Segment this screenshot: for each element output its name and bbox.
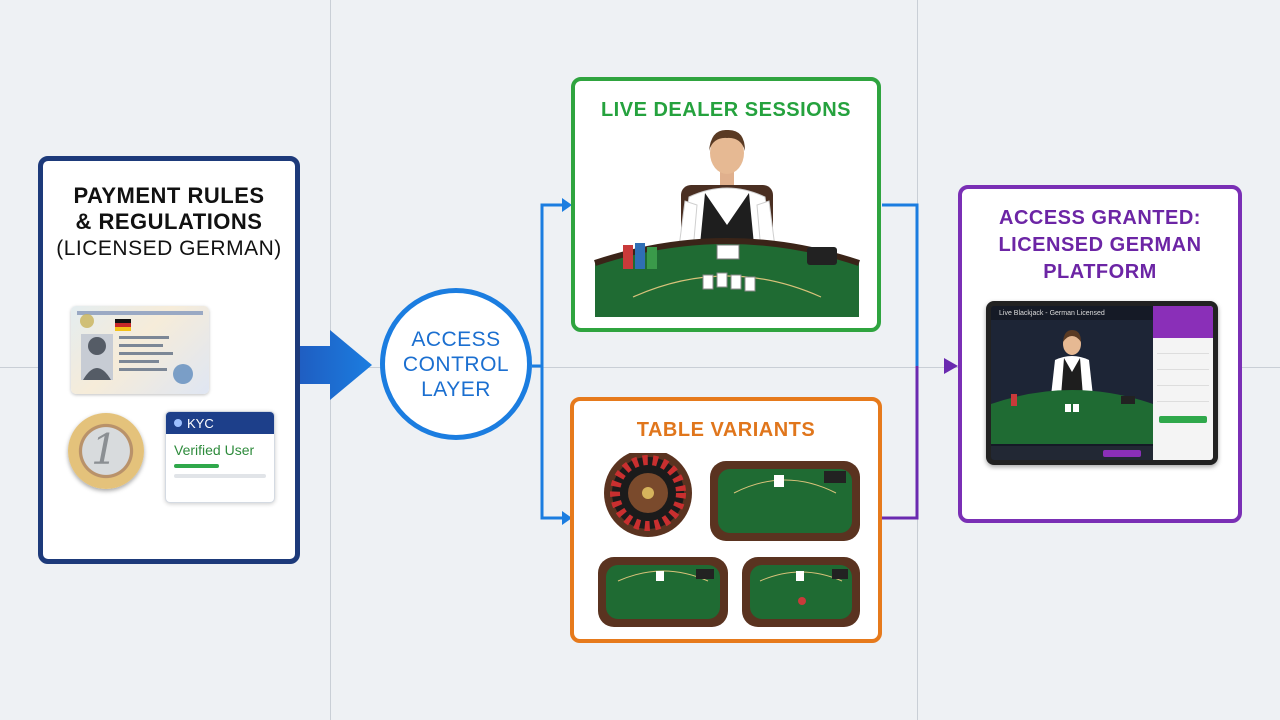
tablet-sidebar-row bbox=[1157, 341, 1209, 354]
arrowhead-granted bbox=[944, 358, 958, 374]
payment-title-line2: & REGULATIONS bbox=[75, 209, 263, 234]
access-line2: CONTROL bbox=[402, 352, 510, 376]
table-variants-title: TABLE VARIANTS bbox=[636, 419, 816, 441]
payment-rules-panel: PAYMENT RULES & REGULATIONS (LICENSED GE… bbox=[38, 156, 300, 564]
connector-to-live bbox=[532, 203, 562, 368]
connector-from-variants bbox=[882, 366, 919, 520]
granted-title-line3: PLATFORM bbox=[1043, 261, 1157, 283]
connector-from-live bbox=[882, 203, 919, 366]
tablet-icon: Live Blackjack - German Licensed bbox=[986, 301, 1218, 465]
tablet-join-button[interactable] bbox=[1159, 416, 1207, 423]
kyc-label: KYC bbox=[187, 415, 214, 431]
access-granted-panel: ACCESS GRANTED: LICENSED GERMAN PLATFORM… bbox=[958, 185, 1242, 523]
kyc-badge: KYC Verified User bbox=[165, 411, 275, 503]
access-line1: ACCESS bbox=[411, 327, 501, 351]
tablet-sidebar-row bbox=[1157, 357, 1209, 370]
table-variants-panel: TABLE VARIANTS bbox=[570, 397, 882, 643]
blackjack-table-icon bbox=[598, 557, 728, 627]
tablet-screen: Live Blackjack - German Licensed bbox=[991, 306, 1213, 460]
payment-title-line1: PAYMENT RULES bbox=[73, 183, 265, 208]
coin-digit: 1 bbox=[91, 425, 118, 474]
kyc-badge-icon bbox=[174, 419, 182, 427]
arrowhead-live bbox=[562, 198, 572, 212]
tablet-sidebar bbox=[1153, 306, 1213, 460]
granted-title: ACCESS GRANTED: LICENSED GERMAN PLATFORM bbox=[962, 205, 1238, 286]
tablet-action-button[interactable] bbox=[1103, 450, 1141, 457]
access-line3: LAYER bbox=[421, 377, 491, 401]
granted-title-line1: ACCESS GRANTED: bbox=[999, 207, 1201, 229]
connector-to-variants bbox=[540, 366, 562, 520]
tablet-sidebar-row bbox=[1157, 373, 1209, 386]
id-card-icon bbox=[71, 306, 209, 394]
blackjack-table-icon bbox=[742, 557, 860, 627]
tablet-sidebar-row bbox=[1157, 389, 1209, 402]
payment-title-line3: (LICENSED GERMAN) bbox=[56, 237, 282, 260]
live-dealer-panel: LIVE DEALER SESSIONS bbox=[571, 77, 881, 332]
kyc-header: KYC bbox=[166, 412, 274, 434]
tablet-bottom-bar bbox=[991, 446, 1153, 460]
blackjack-table-icon bbox=[710, 461, 860, 541]
table-variants-graphics bbox=[598, 453, 860, 627]
kyc-progress bbox=[174, 464, 219, 468]
access-control-layer: ACCESS CONTROL LAYER bbox=[380, 288, 532, 440]
right-arrow-icon bbox=[300, 330, 372, 400]
payment-title: PAYMENT RULES & REGULATIONS (LICENSED GE… bbox=[43, 183, 295, 263]
kyc-line bbox=[174, 474, 266, 478]
live-dealer-title: LIVE DEALER SESSIONS bbox=[600, 99, 852, 121]
roulette-icon bbox=[604, 453, 692, 537]
tablet-dealer-icon bbox=[991, 320, 1153, 444]
tablet-sidebar-header bbox=[1153, 306, 1213, 338]
dealer-icon bbox=[594, 129, 860, 317]
kyc-status: Verified User bbox=[174, 442, 255, 458]
arrowhead-variants bbox=[562, 511, 572, 525]
granted-title-line2: LICENSED GERMAN bbox=[998, 234, 1202, 256]
euro-coin-icon: 1 bbox=[68, 413, 144, 489]
screen-title: Live Blackjack - German Licensed bbox=[999, 310, 1105, 317]
